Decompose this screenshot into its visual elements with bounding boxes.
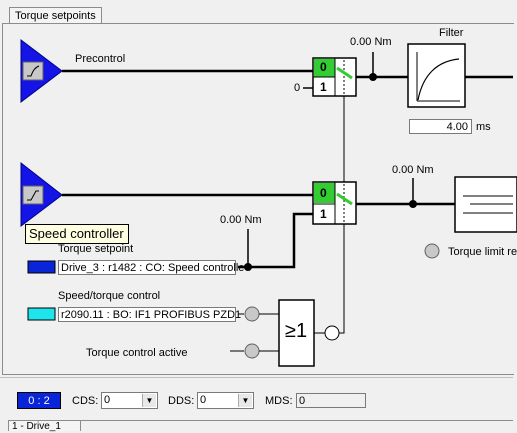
speed-controller-curve-icon xyxy=(27,190,39,201)
torque-setpoint-source-field[interactable]: Drive_3 : r1482 : CO: Speed controlle xyxy=(58,260,244,275)
speed-switch-1: 1 xyxy=(320,207,327,221)
speed-out-value: 0.00 Nm xyxy=(392,164,434,176)
torque-setpoint-label: Torque setpoint xyxy=(58,243,134,255)
filter-curve-icon xyxy=(417,58,460,101)
precontrol-label: Precontrol xyxy=(75,53,126,65)
mds-label: MDS: xyxy=(265,395,293,407)
or-gate-control-line xyxy=(339,224,345,334)
speed-torque-source-icon[interactable] xyxy=(27,307,56,321)
zero-input-label: 0 xyxy=(294,82,301,94)
torque-setpoint-line xyxy=(238,212,313,269)
speed-switch-0: 0 xyxy=(320,186,327,200)
torque-active-label: Torque control active xyxy=(86,347,188,359)
speed-torque-source-field[interactable]: r2090.11 : BO: IF1 PROFIBUS PZD1 xyxy=(58,307,241,322)
precontrol-switch-1: 1 xyxy=(320,80,327,94)
precontrol-curve-icon xyxy=(27,65,40,77)
speed-switch-lever xyxy=(336,192,353,206)
drive-index-badge: 0 : 2 xyxy=(17,392,61,409)
precontrol-switch-0: 0 xyxy=(320,60,327,74)
or-gate xyxy=(278,299,315,367)
torque-limit-label: Torque limit re xyxy=(448,246,517,258)
precontrol-value: 0.00 Nm xyxy=(350,36,392,48)
cds-select[interactable]: 0 ▼ xyxy=(101,392,158,409)
cds-value: 0 xyxy=(104,394,111,406)
or-gate-output-node xyxy=(324,325,340,341)
torque-limit-selector[interactable] xyxy=(424,243,440,259)
speed-torque-label: Speed/torque control xyxy=(58,290,161,302)
signal-diagram xyxy=(20,38,517,367)
precontrol-switch-lever xyxy=(336,66,353,80)
dds-label: DDS: xyxy=(168,395,195,407)
filter-title: Filter xyxy=(439,27,464,39)
precontrol-switch-active-0 xyxy=(314,59,335,77)
tab-torque-setpoints[interactable]: Torque setpoints xyxy=(9,7,102,24)
status-bar xyxy=(0,377,513,408)
speed-controller-block-icon[interactable] xyxy=(22,185,44,205)
speed-controller-tooltip: Speed controller xyxy=(25,224,129,244)
filter-time-field[interactable]: 4.00 xyxy=(409,119,472,134)
chevron-down-icon: ▼ xyxy=(142,394,156,407)
torque-setpoint-value: 0.00 Nm xyxy=(220,214,262,226)
speed-switch-active-0 xyxy=(314,183,335,203)
mds-field: 0 xyxy=(296,393,366,408)
chevron-down-icon: ▼ xyxy=(238,394,252,407)
torque-active-selector[interactable] xyxy=(244,343,260,359)
torque-setpoint-source-icon[interactable] xyxy=(27,260,56,274)
tab-drive-1[interactable]: 1 - Drive_1 xyxy=(8,420,81,432)
dds-select[interactable]: 0 ▼ xyxy=(197,392,254,409)
dds-value: 0 xyxy=(200,394,207,406)
cds-label: CDS: xyxy=(72,395,99,407)
speed-torque-selector[interactable] xyxy=(244,306,260,322)
filter-time-unit: ms xyxy=(476,121,491,133)
bottom-tab-rule xyxy=(76,420,513,421)
or-gate-label: ≥1 xyxy=(285,320,308,342)
